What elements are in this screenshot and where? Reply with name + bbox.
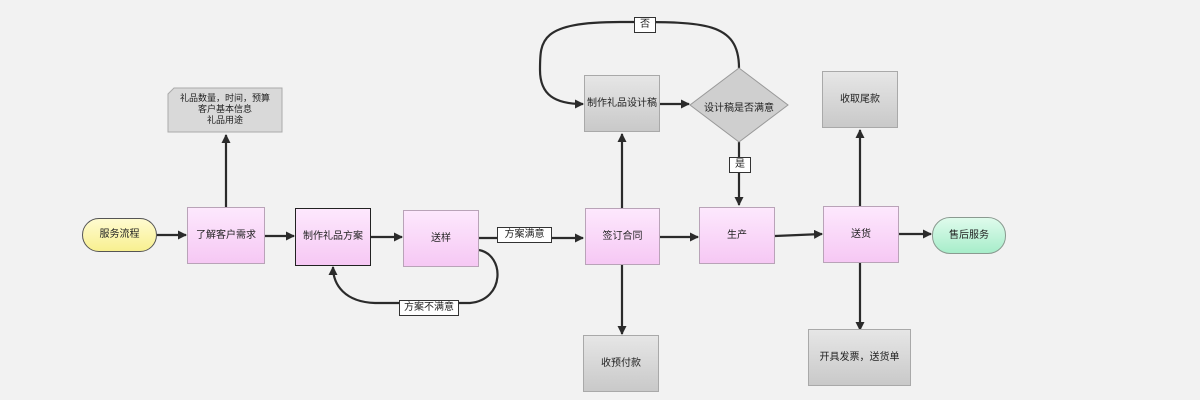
requirements-note-line: 客户基本信息	[197, 105, 252, 115]
edge-label-yes: 是	[729, 157, 751, 173]
contract-node: 签订合同	[585, 208, 660, 265]
invoice-label: 开具发票，送货单	[819, 351, 900, 363]
invoice-node: 开具发票，送货单	[808, 329, 911, 386]
edge-production-delivery	[774, 229, 823, 239]
start-node: 服务流程	[82, 218, 157, 252]
gift-plan-node: 制作礼品方案	[295, 208, 371, 266]
understand-needs-node: 了解客户需求	[187, 207, 265, 264]
prepayment-label: 收预付款	[601, 357, 641, 369]
delivery-node: 送货	[823, 206, 899, 263]
edge-label-plan-ok: 方案满意	[497, 227, 552, 243]
sample-node: 送样	[403, 210, 479, 267]
gift-plan-label: 制作礼品方案	[303, 231, 363, 242]
edge-label-plan-not-ok: 方案不满意	[399, 300, 459, 316]
design-draft-label: 制作礼品设计稿	[587, 97, 657, 109]
final-payment-label: 收取尾款	[840, 93, 880, 105]
decision-diamond	[689, 67, 789, 143]
sample-label: 送样	[431, 232, 451, 244]
production-label: 生产	[727, 229, 747, 241]
final-payment-node: 收取尾款	[822, 71, 898, 128]
requirements-note-line: 礼品用途	[206, 116, 243, 126]
prepayment-node: 收预付款	[583, 335, 659, 392]
production-node: 生产	[699, 207, 775, 264]
after-sales-label: 售后服务	[949, 229, 989, 241]
edge-label-no: 否	[634, 17, 656, 33]
edge-decision-no-loop	[538, 20, 741, 109]
understand-needs-label: 了解客户需求	[196, 229, 256, 241]
contract-label: 签订合同	[602, 230, 643, 242]
decision-label: 设计稿是否满意	[704, 103, 774, 114]
requirements-note: 礼品数量，时间，预算 客户基本信息 礼品用途	[168, 89, 282, 132]
after-sales-node: 售后服务	[932, 217, 1006, 254]
edge-sample-plan-loop	[328, 248, 499, 305]
delivery-label: 送货	[851, 228, 871, 240]
requirements-note-shape	[167, 87, 283, 133]
requirements-note-line: 礼品数量，时间，预算	[179, 94, 270, 104]
start-node-label: 服务流程	[99, 229, 140, 240]
design-draft-node: 制作礼品设计稿	[584, 75, 660, 132]
